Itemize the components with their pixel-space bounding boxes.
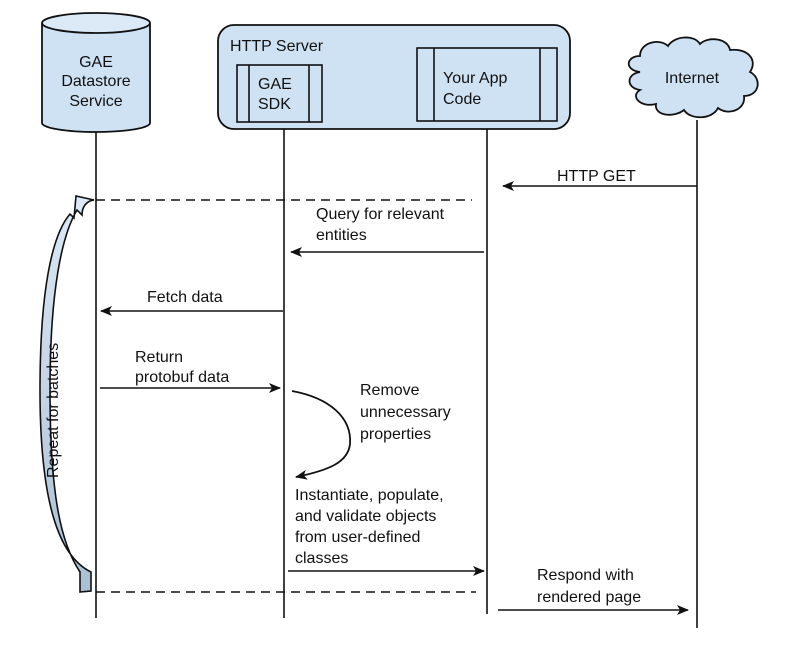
repeat-loop-arrow-icon (39, 195, 95, 593)
datastore-label-line-2: Datastore (61, 73, 130, 90)
message-label-instantiate-line-2: and validate objects (295, 508, 436, 525)
sdk-label-line-1: GAE (258, 76, 292, 93)
message-label-instantiate-line-3: from user-defined (295, 529, 420, 546)
message-label-http-get: HTTP GET (557, 168, 636, 185)
loop-label: Repeat for batches (45, 343, 62, 478)
sdk-box: GAE SDK (236, 64, 323, 123)
datastore-label-line-1: GAE (79, 54, 113, 71)
message-label-return-line-1: Return (135, 349, 183, 366)
datastore-label-line-3: Service (69, 93, 122, 110)
datastore-cylinder: GAE Datastore Service (41, 12, 151, 133)
message-label-respond-line-1: Respond with (537, 567, 634, 584)
internet-label: Internet (665, 70, 720, 87)
http-server-label: HTTP Server (230, 38, 324, 55)
message-label-remove-line-3: properties (360, 426, 431, 443)
message-label-query-line-1: Query for relevant (316, 206, 445, 223)
message-arrow-remove (291, 390, 351, 480)
message-label-instantiate-line-4: classes (295, 550, 348, 567)
message-label-respond-line-2: rendered page (537, 589, 641, 606)
app-code-box: Your App Code (416, 47, 558, 122)
app-label-line-1: Your App (443, 70, 507, 87)
message-label-remove-line-1: Remove (360, 382, 420, 399)
sdk-label-line-2: SDK (258, 96, 291, 113)
message-label-query-line-2: entities (316, 227, 367, 244)
internet-cloud: Internet (627, 36, 759, 119)
message-label-instantiate-line-1: Instantiate, populate, (295, 487, 444, 504)
message-label-remove-line-2: unnecessary (360, 404, 451, 421)
message-label-fetch: Fetch data (147, 289, 223, 306)
message-label-return-line-2: protobuf data (135, 369, 229, 386)
app-label-line-2: Code (443, 91, 481, 108)
